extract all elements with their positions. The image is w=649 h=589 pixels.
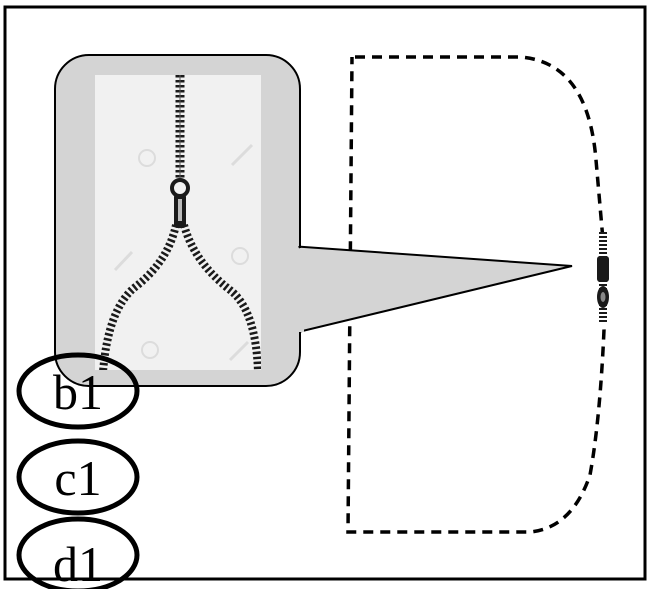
label-c1: c1	[16, 438, 140, 516]
label-c1-text: c1	[54, 450, 101, 506]
bag-outline	[346, 55, 606, 534]
label-d1: d1	[16, 516, 140, 589]
label-b1: b1	[16, 352, 140, 430]
zipper-slider-icon	[596, 232, 610, 326]
label-d1-text: d1	[53, 536, 103, 589]
label-b1-text: b1	[53, 364, 103, 420]
zipper-open-icon	[95, 75, 261, 370]
